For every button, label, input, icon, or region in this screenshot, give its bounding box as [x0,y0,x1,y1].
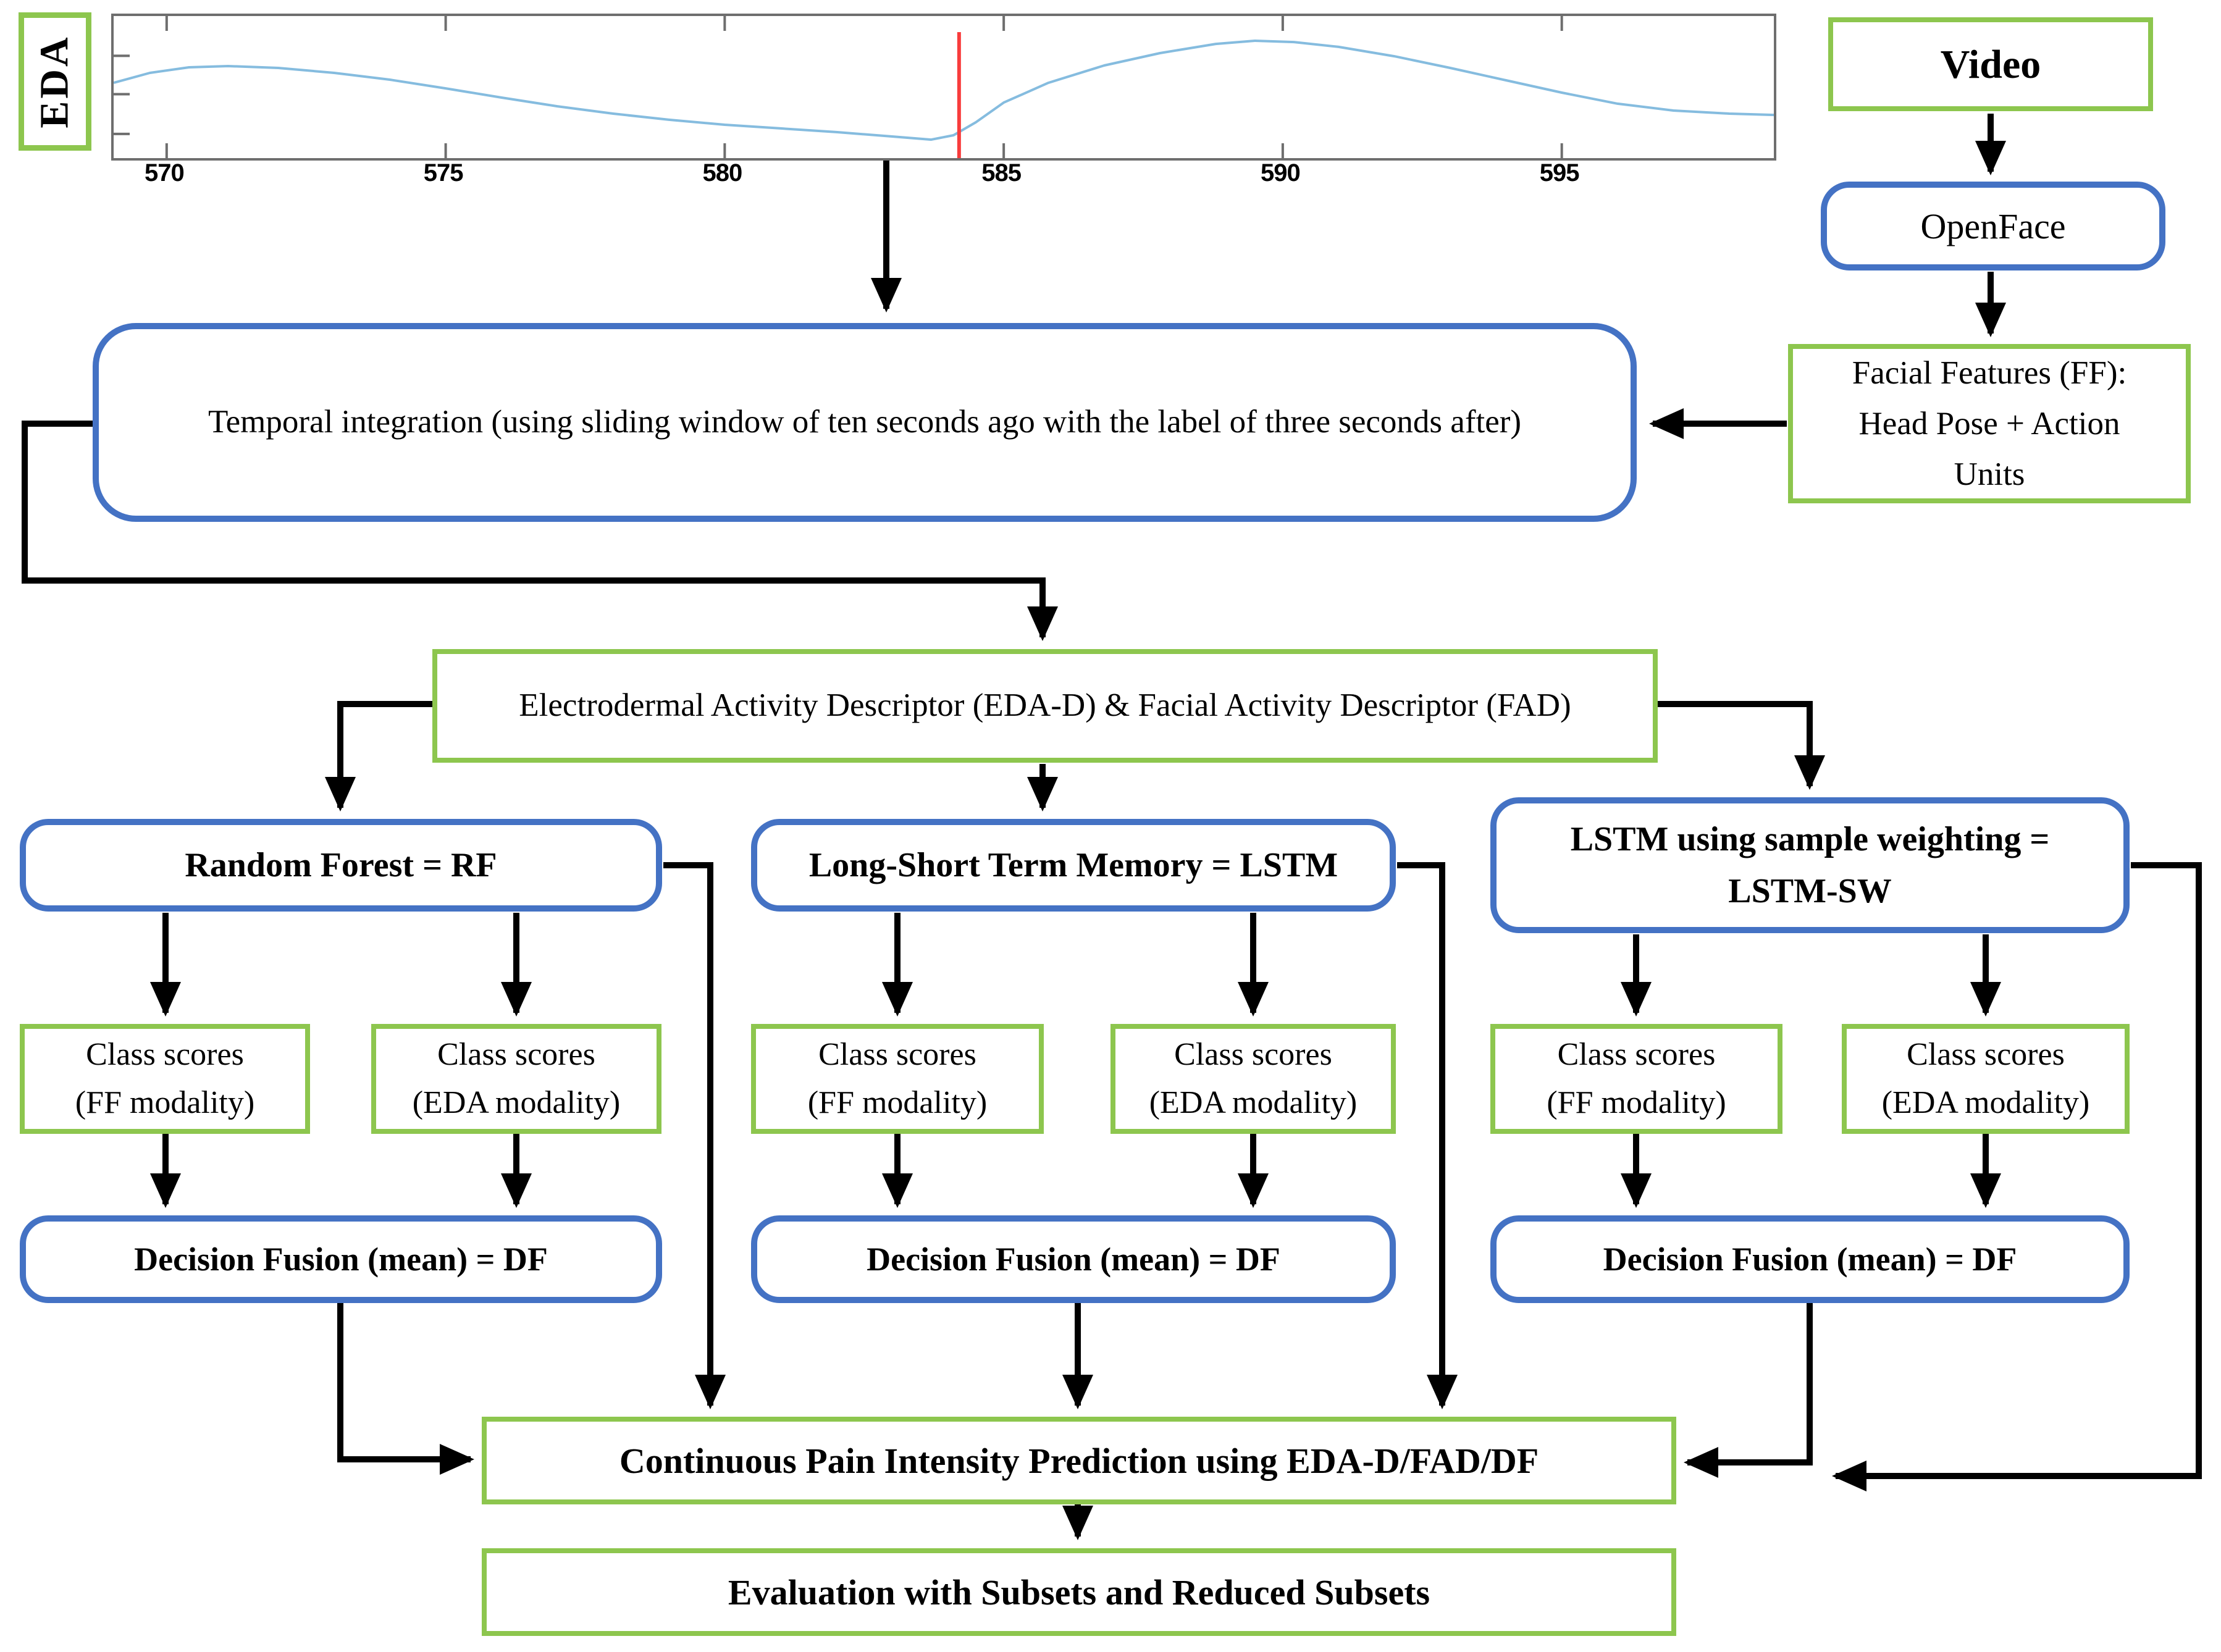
node-decision-fusion-1: Decision Fusion (mean) = DF [20,1215,662,1303]
node-lstm-sw-label: LSTM using sample weighting = LSTM-SW [1570,820,2050,910]
node-class-scores-eda-1: Class scores (EDA modality) [371,1024,661,1134]
arrow-temporal-to-descriptor [22,421,1058,641]
x-tick-label: 595 [1539,159,1580,187]
node-class-scores-ff-2-label: Class scores (FF modality) [807,1037,988,1120]
node-descriptor-label: Electrodermal Activity Descriptor (EDA-D… [519,687,1571,724]
node-temporal-integration-label: Temporal integration (using sliding wind… [208,404,1522,440]
node-class-scores-eda-3-label: Class scores (EDA modality) [1881,1037,2090,1120]
eda-signal-curve-svg [114,16,1774,158]
arrow-descriptor-to-lstm-sw [1658,701,1825,790]
arrow-df-1-to-prediction [337,1303,474,1475]
node-evaluation: Evaluation with Subsets and Reduced Subs… [482,1548,1676,1636]
node-descriptor: Electrodermal Activity Descriptor (EDA-D… [432,649,1658,763]
node-decision-fusion-3-label: Decision Fusion (mean) = DF [1603,1240,2017,1278]
node-openface: OpenFace [1821,182,2165,270]
node-lstm-sw: LSTM using sample weighting = LSTM-SW [1490,797,2130,933]
node-decision-fusion-3: Decision Fusion (mean) = DF [1490,1215,2130,1303]
node-class-scores-eda-3: Class scores (EDA modality) [1842,1024,2130,1134]
node-facial-features: Facial Features (FF): Head Pose + Action… [1788,344,2191,503]
node-temporal-integration: Temporal integration (using sliding wind… [93,323,1637,522]
arrow-lstm-to-prediction [1397,862,1458,1409]
node-class-scores-ff-3: Class scores (FF modality) [1490,1024,1782,1134]
node-lstm: Long-Short Term Memory = LSTM [751,819,1396,912]
eda-signal-line [114,40,1774,141]
node-class-scores-eda-2: Class scores (EDA modality) [1110,1024,1396,1134]
x-tick-label: 590 [1261,159,1301,187]
node-openface-label: OpenFace [1920,206,2066,246]
arrow-descriptor-to-rf [325,701,432,811]
node-lstm-label: Long-Short Term Memory = LSTM [808,846,1338,884]
node-facial-features-label: Facial Features (FF): Head Pose + Action… [1852,354,2127,493]
node-decision-fusion-1-label: Decision Fusion (mean) = DF [134,1240,548,1278]
node-video-label: Video [1940,41,2041,87]
eda-axis-label-box: EDA [19,12,91,151]
node-random-forest-label: Random Forest = RF [185,846,497,884]
x-tick-label: 580 [702,159,742,187]
node-prediction-label: Continuous Pain Intensity Prediction usi… [619,1440,1539,1481]
node-class-scores-ff-1: Class scores (FF modality) [20,1024,310,1134]
arrow-df-3-to-prediction [1684,1303,1813,1478]
arrow-lstm-sw-to-prediction [1832,862,2202,1491]
node-class-scores-eda-2-label: Class scores (EDA modality) [1149,1037,1358,1120]
node-class-scores-ff-2: Class scores (FF modality) [751,1024,1044,1134]
x-axis-tick-labels: 570 575 580 585 590 595 [111,159,1771,190]
node-video: Video [1828,17,2153,111]
x-tick-label: 585 [981,159,1022,187]
eda-axis-label: EDA [32,35,78,128]
node-evaluation-label: Evaluation with Subsets and Reduced Subs… [728,1572,1430,1612]
x-tick-label: 575 [423,159,464,187]
node-class-scores-eda-1-label: Class scores (EDA modality) [412,1037,621,1120]
node-random-forest: Random Forest = RF [20,819,662,912]
arrow-rf-to-prediction [663,862,726,1409]
node-decision-fusion-2: Decision Fusion (mean) = DF [751,1215,1396,1303]
node-class-scores-ff-1-label: Class scores (FF modality) [75,1037,255,1120]
node-prediction: Continuous Pain Intensity Prediction usi… [482,1417,1676,1504]
node-class-scores-ff-3-label: Class scores (FF modality) [1547,1037,1726,1120]
node-decision-fusion-2-label: Decision Fusion (mean) = DF [867,1240,1280,1278]
x-tick-label: 570 [144,159,185,187]
eda-signal-plot [111,14,1776,161]
